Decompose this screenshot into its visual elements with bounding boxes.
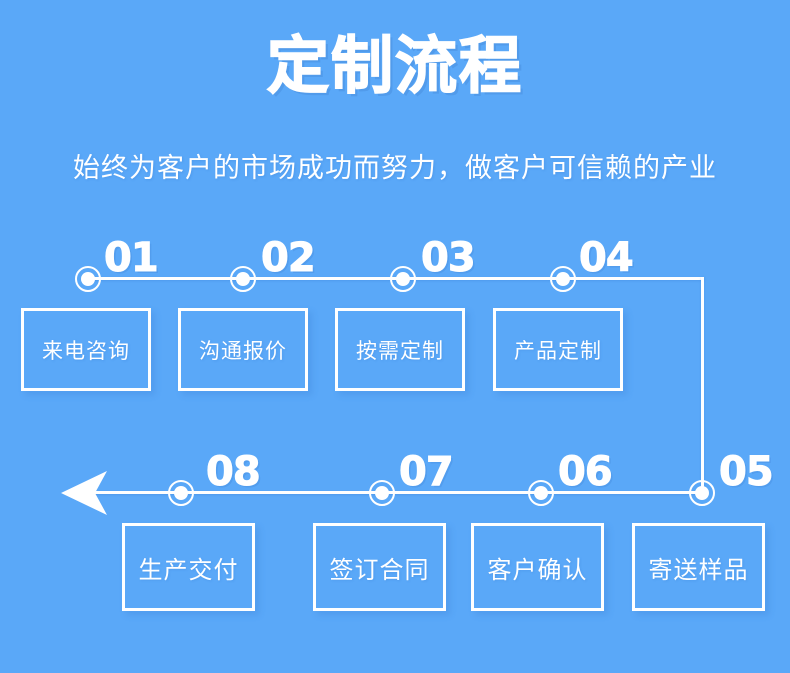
step-number-06: 06 [558,449,614,495]
node-dot-02[interactable] [230,266,256,292]
step-number-05: 05 [719,449,775,495]
page-title: 定制流程 [266,32,523,101]
step-number-04: 04 [579,235,635,281]
step-box-03[interactable]: 按需定制 [335,308,465,391]
node-dot-04[interactable] [550,266,576,292]
step-box-01[interactable]: 来电咨询 [21,308,151,391]
step-box-06[interactable]: 客户确认 [471,523,604,611]
node-dot-05[interactable] [689,480,715,506]
step-box-05[interactable]: 寄送样品 [632,523,765,611]
node-dot-03[interactable] [390,266,416,292]
node-dot-01[interactable] [75,266,101,292]
timeline-bottom-line [95,491,704,494]
timeline-right-connector [701,277,704,493]
node-dot-06[interactable] [528,480,554,506]
node-dot-07[interactable] [369,480,395,506]
step-number-03: 03 [421,235,477,281]
step-box-07[interactable]: 签订合同 [313,523,446,611]
step-box-04[interactable]: 产品定制 [493,308,623,391]
arrow-left-icon [61,471,107,515]
step-number-08: 08 [206,449,262,495]
step-box-02[interactable]: 沟通报价 [178,308,308,391]
step-box-08[interactable]: 生产交付 [122,523,255,611]
page-subtitle: 始终为客户的市场成功而努力，做客户可信赖的产业 [73,153,717,183]
step-number-01: 01 [104,235,160,281]
step-number-02: 02 [261,235,317,281]
step-number-07: 07 [399,449,455,495]
node-dot-08[interactable] [168,480,194,506]
